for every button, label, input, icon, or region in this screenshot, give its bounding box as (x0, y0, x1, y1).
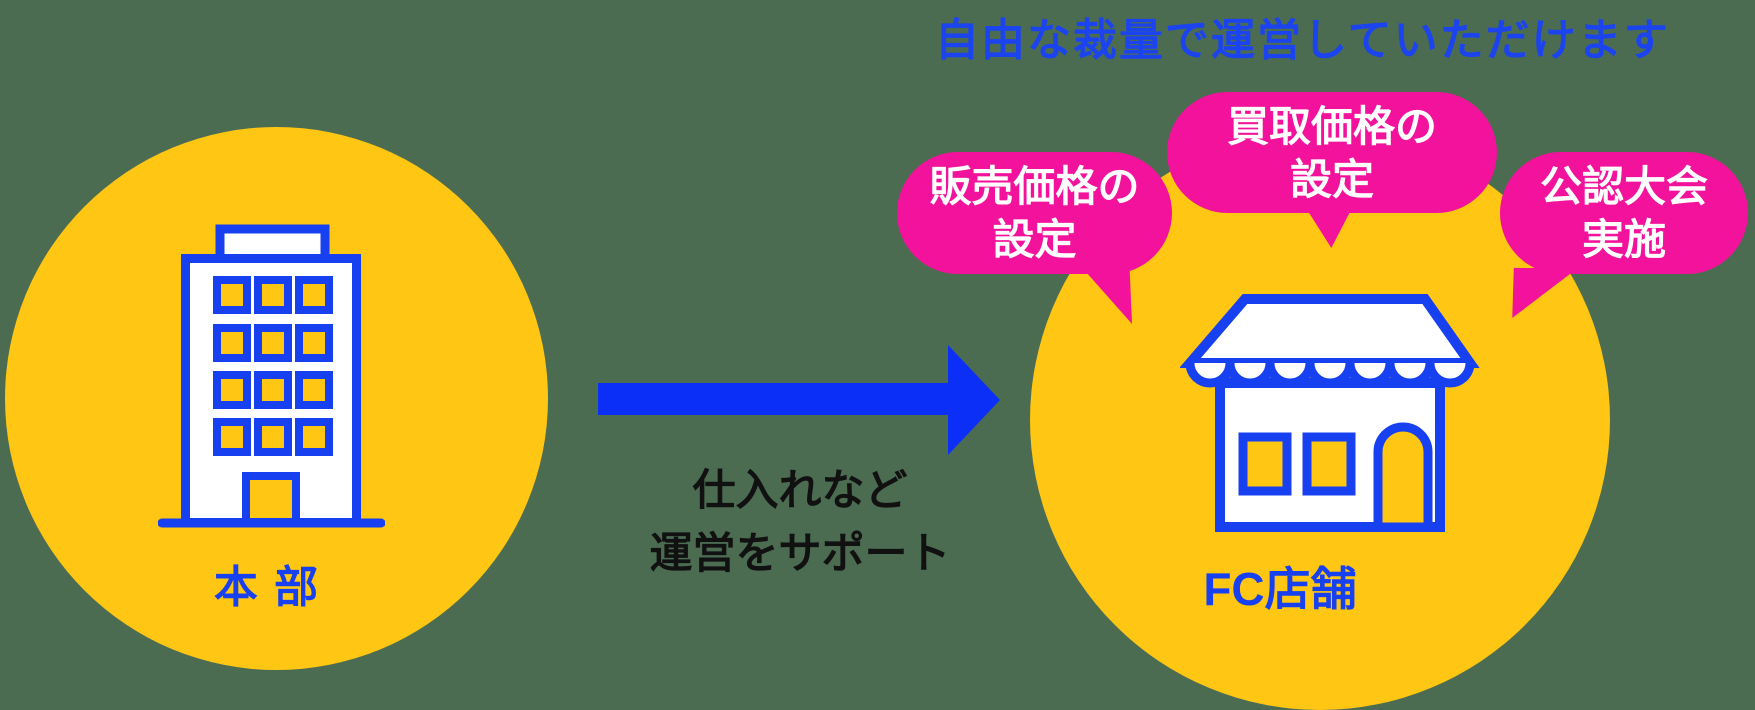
bubble-purchase-price-line1: 買取価格の (1226, 102, 1437, 150)
bubble-tournament-line1: 公認大会 (1539, 163, 1708, 210)
arrow-caption-line1: 仕入れなど (692, 467, 908, 515)
bubble-sales-price-line2: 設定 (992, 216, 1077, 263)
store-icon (1180, 294, 1480, 532)
fc-store-label: FC店舗 (1203, 563, 1357, 615)
bubble-purchase-price: 買取価格の 設定 (1167, 92, 1497, 213)
bubble-sales-price-line1: 販売価格の (929, 163, 1140, 210)
building-icon (158, 224, 385, 528)
diagram-title: 自由な裁量で運営していただけます (935, 16, 1670, 65)
bubble-tournament: 公認大会 実施 (1500, 152, 1748, 274)
arrow-caption-line2: 運営をサポート (649, 530, 951, 578)
arrow-right-head (948, 345, 1000, 455)
franchise-diagram: 自由な裁量で運営していただけます 本 部 仕入れなど 運営をサポート FC店舗 (5, 16, 1748, 710)
headquarters-label: 本 部 (213, 563, 321, 612)
bubble-tournament-line2: 実施 (1581, 216, 1666, 263)
arrow-caption: 仕入れなど 運営をサポート (620, 460, 980, 586)
arrow-right-shaft (598, 383, 950, 415)
bubble-purchase-price-line2: 設定 (1289, 155, 1374, 203)
bubble-sales-price: 販売価格の 設定 (897, 152, 1172, 274)
